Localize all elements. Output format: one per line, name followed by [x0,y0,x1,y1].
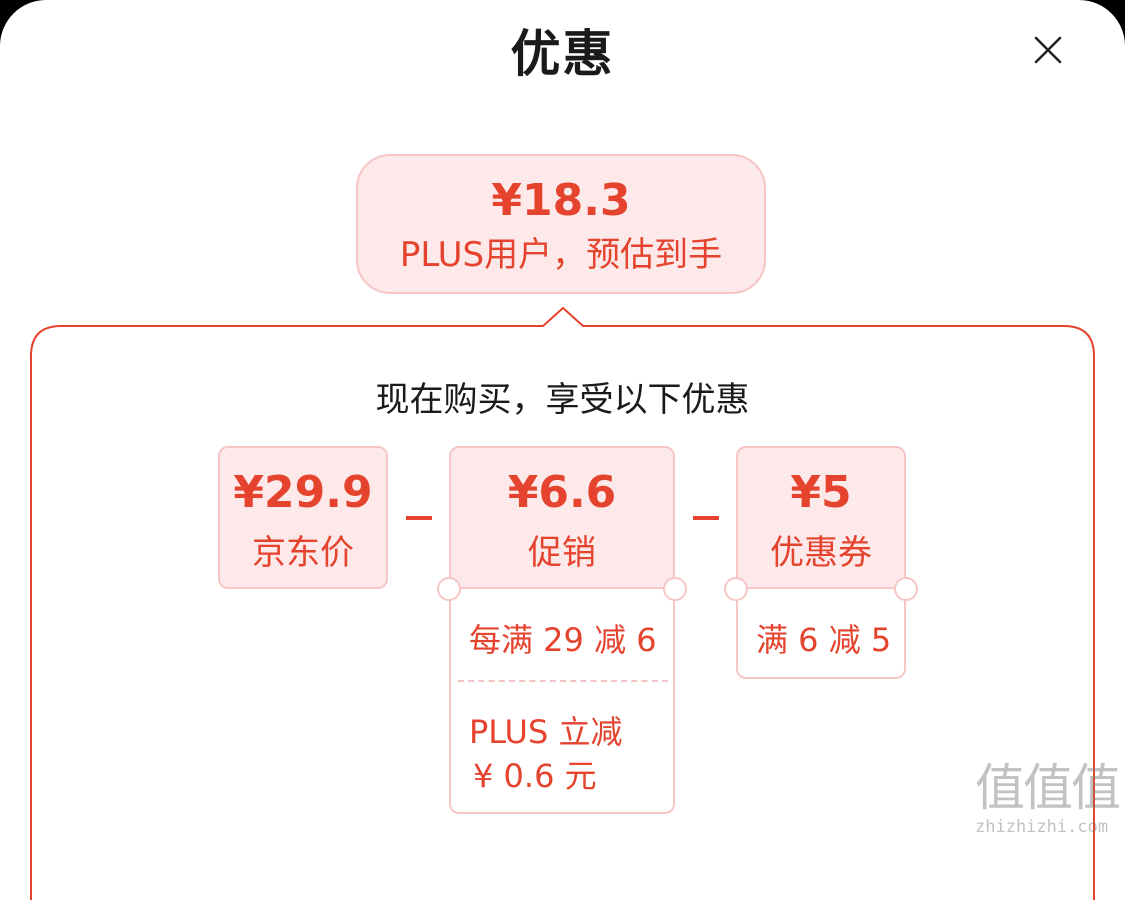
promotion-amount: ¥6.6 [507,467,617,518]
coupon-notch-left [724,577,748,601]
promotion-rule: 每满 29 减 6 [469,621,657,659]
coupon-notch-right [894,577,918,601]
estimated-price-box: ¥18.3 PLUS用户，预估到手 [356,154,766,294]
plus-discount-line-1: PLUS 立减 [469,713,623,751]
breakdown-heading: 现在购买，享受以下优惠 [375,380,750,420]
promotion-details: 每满 29 减 6 PLUS 立减 ¥ 0.6 元 [449,589,675,814]
watermark-logo: 值值值 [975,759,1121,817]
jd-price-card: ¥29.9 京东价 [218,446,388,589]
coupon-amount: ¥5 [790,467,852,518]
promotion-card: ¥6.6 促销 [449,446,675,589]
coupon-card: ¥5 优惠券 [736,446,906,589]
promotion-label: 促销 [528,533,596,573]
sheet-title: 优惠 [510,25,615,83]
estimated-price: ¥18.3 [491,175,631,226]
watermark: 值值值 zhizhizhi.com [975,760,1125,846]
plus-discount-line-2: ¥ 0.6 元 [473,757,597,795]
coupon-rule: 满 6 减 5 [756,621,892,659]
coupon-label: 优惠券 [770,533,872,573]
minus-sign-2 [693,516,719,520]
promotion-notch-left [437,577,461,601]
jd-price-amount: ¥29.9 [233,467,373,518]
promotion-notch-right [663,577,687,601]
close-icon [1034,36,1062,64]
coupon-details: 满 6 减 5 [736,589,906,679]
promotion-divider [458,680,668,682]
minus-sign-1 [406,516,432,520]
watermark-url: zhizhizhi.com [975,817,1109,837]
close-button[interactable] [1022,24,1074,76]
jd-price-label: 京东价 [252,533,354,573]
estimated-price-caption: PLUS用户，预估到手 [399,235,723,275]
